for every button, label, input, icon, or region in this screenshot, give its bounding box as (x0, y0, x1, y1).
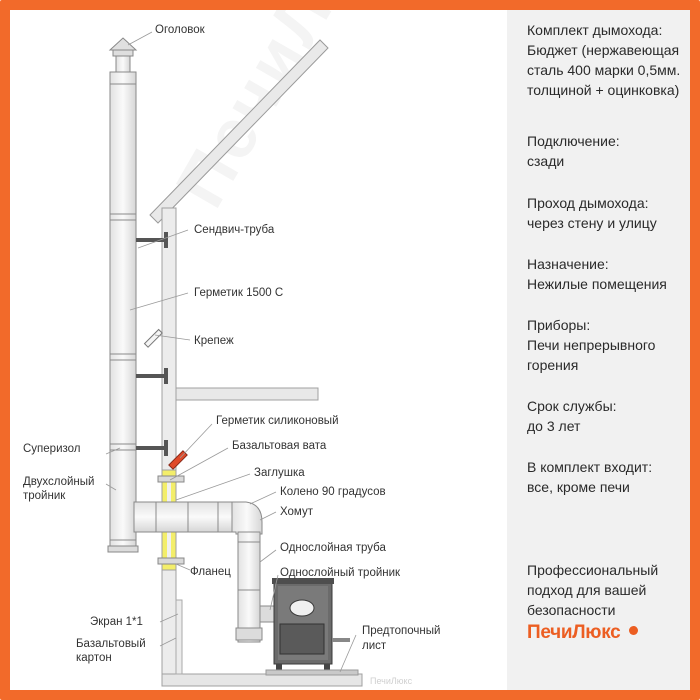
spec-purpose: Назначение: Нежилые помещения (527, 254, 690, 294)
brand-logo: ПечиЛюкс (527, 622, 621, 643)
spec-lifetime-value: до 3 лет (527, 418, 581, 434)
spec-connection-value: сзади (527, 153, 565, 169)
label-sandwich-pipe: Сендвич-труба (194, 224, 275, 236)
ceiling-slab (175, 387, 319, 401)
spec-lifetime: Срок службы: до 3 лет (527, 396, 690, 436)
label-elbow-90: Колено 90 градусов (280, 486, 386, 498)
spec-kit-value: Бюджет (нержавеющая сталь 400 марки 0,5м… (527, 42, 681, 98)
label-fastener: Крепеж (194, 335, 234, 347)
sandwich-pipe (107, 71, 139, 553)
spec-lifetime-title: Срок службы: (527, 398, 617, 414)
label-basalt-wool: Базальтовая вата (232, 440, 327, 452)
label-plug: Заглушка (254, 467, 305, 479)
chimney-diagram: ПечиЛюкс (10, 10, 510, 690)
label-double-tee-2: тройник (23, 490, 66, 502)
single-wall-pipe (235, 531, 275, 643)
wall-brackets (136, 232, 168, 456)
elbow-90 (231, 501, 263, 535)
label-double-tee-1: Двухслойный (23, 476, 95, 488)
specs-panel: Комплект дымохода: Бюджет (нержавеющая с… (507, 10, 690, 690)
label-fire-tray-2: лист (362, 640, 387, 652)
horizontal-pipe (133, 501, 233, 533)
spec-connection-title: Подключение: (527, 133, 620, 149)
label-screen: Экран 1*1 (90, 616, 143, 628)
spec-devices-value: Печи непрерывного горения (527, 337, 656, 373)
spec-included: В комплект входит: все, кроме печи (527, 457, 690, 497)
fastener (143, 328, 163, 348)
label-clamp: Хомут (280, 506, 313, 518)
label-basalt-card-1: Базальтовый (76, 638, 146, 650)
floor (161, 673, 363, 687)
label-single-pipe: Однослойная труба (280, 542, 386, 554)
spec-devices: Приборы: Печи непрерывного горения (527, 315, 690, 375)
chimney-drawing (105, 31, 363, 687)
label-single-tee: Однослойный тройник (280, 567, 401, 579)
spec-connection: Подключение: сзади (527, 131, 690, 171)
roof (149, 39, 329, 224)
sub-watermark: ПечиЛюкс (370, 676, 413, 686)
brand-mark-icon (629, 626, 638, 635)
label-ogolovok: Оголовок (155, 24, 205, 36)
label-superizol: Суперизол (23, 443, 81, 455)
fire-tray (265, 669, 359, 676)
spec-devices-title: Приборы: (527, 317, 591, 333)
spec-kit: Комплект дымохода: Бюджет (нержавеющая с… (527, 20, 690, 100)
slogan: Профессиональный подход для вашей безопа… (527, 562, 659, 618)
spec-purpose-title: Назначение: (527, 256, 609, 272)
spec-passage-value: через стену и улицу (527, 215, 657, 231)
label-basalt-card-2: картон (76, 652, 112, 664)
label-flange: Фланец (190, 566, 231, 578)
label-sealant-1500: Герметик 1500 С (194, 287, 284, 299)
spec-passage: Проход дымохода: через стену и улицу (527, 193, 690, 233)
spec-passage-title: Проход дымохода: (527, 195, 649, 211)
heat-screen (175, 599, 183, 675)
spec-included-value: все, кроме печи (527, 479, 630, 495)
spec-kit-title: Комплект дымохода: (527, 22, 663, 38)
spec-purpose-value: Нежилые помещения (527, 276, 667, 292)
label-fire-tray-1: Предтопочный (362, 625, 441, 637)
spec-included-title: В комплект входит: (527, 459, 653, 475)
leader-lines (105, 31, 357, 673)
stove (272, 578, 350, 674)
chimney-cap (108, 37, 138, 75)
label-silicone-sealant: Герметик силиконовый (216, 415, 339, 427)
